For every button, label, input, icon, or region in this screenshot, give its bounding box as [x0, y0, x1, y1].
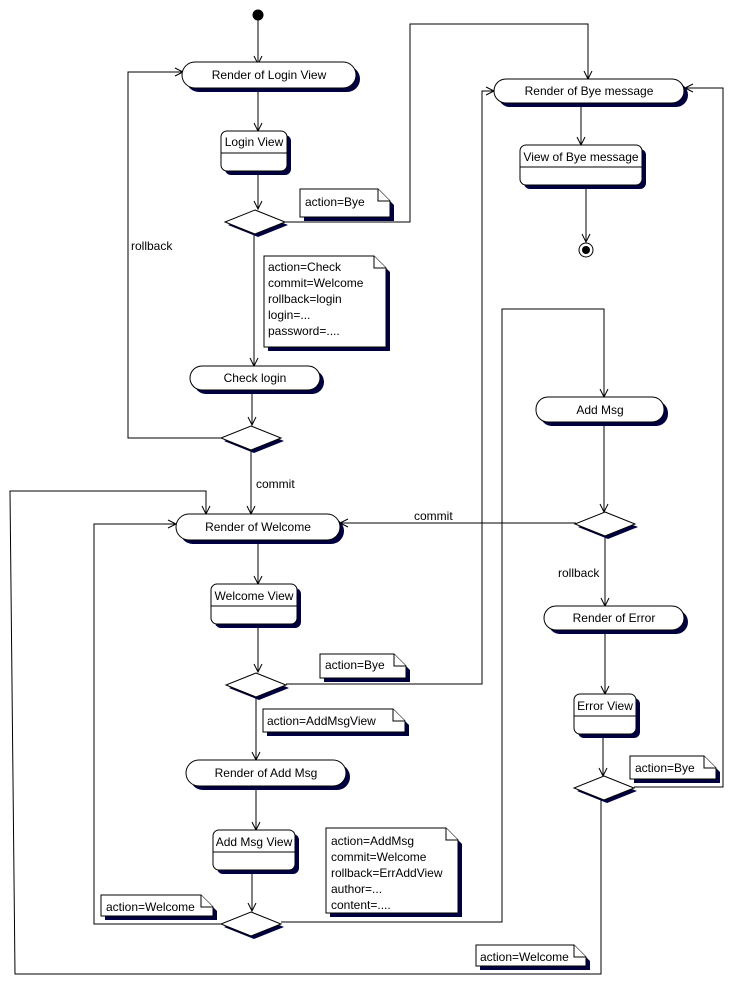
state-add-msg-view: Add Msg View: [212, 829, 299, 874]
note-line: action=Bye: [305, 195, 365, 209]
action-add-msg: Add Msg: [535, 396, 668, 426]
decision-error: [572, 775, 637, 803]
note-line: rollback=login: [268, 292, 342, 306]
transitions: [9, 20, 724, 975]
label-rollback: rollback: [131, 239, 173, 253]
action-label: Render of Bye message: [525, 84, 654, 98]
note-action-add-msg-view: action=AddMsgView: [262, 708, 409, 736]
note-line: action=Check: [268, 260, 342, 274]
action-render-login-view: Render of Login View: [181, 61, 360, 92]
note-action-bye-3: action=Bye: [629, 755, 720, 783]
action-label: Render of Login View: [212, 68, 327, 82]
final-node: [578, 242, 594, 258]
edge-rollback-to-render-login: [127, 71, 221, 439]
decision-add-msg-view: [219, 911, 284, 939]
action-render-bye-message: Render of Bye message: [493, 78, 688, 107]
action-check-login: Check login: [189, 365, 324, 394]
note-line: rollback=ErrAddView: [331, 866, 443, 880]
state-label: View of Bye message: [523, 150, 638, 164]
state-welcome-view: Welcome View: [210, 583, 301, 628]
note-line: action=Bye: [635, 761, 695, 775]
state-label: Welcome View: [215, 589, 294, 603]
action-label: Render of Welcome: [205, 520, 311, 534]
state-label: Add Msg View: [216, 835, 293, 849]
edge-decision-to-render-bye: [285, 23, 589, 223]
note-line: action=AddMsgView: [267, 714, 376, 728]
action-render-add-msg: Render of Add Msg: [185, 759, 350, 790]
decision-add-msg: [573, 511, 638, 539]
note-line: password=....: [268, 324, 340, 338]
state-label: Error View: [577, 699, 633, 713]
initial-node: [252, 9, 264, 21]
action-label: Render of Error: [573, 611, 656, 625]
note-line: action=Bye: [325, 658, 385, 672]
label-commit-add-msg: commit: [414, 509, 453, 523]
action-label: Render of Add Msg: [215, 766, 318, 780]
decision-login: [223, 209, 288, 237]
label-rollback-add-msg: rollback: [558, 566, 600, 580]
edge-action-welcome-to-render-welcome: [93, 523, 221, 925]
note-line: action=Welcome: [480, 950, 569, 964]
label-commit: commit: [256, 477, 295, 491]
note-action-welcome-1: action=Welcome: [100, 894, 217, 920]
state-view-of-bye-message: View of Bye message: [519, 144, 646, 189]
note-line: action=AddMsg: [331, 834, 414, 848]
action-render-welcome: Render of Welcome: [175, 513, 344, 544]
note-line: commit=Welcome: [268, 276, 364, 290]
note-action-check: action=Check commit=Welcome rollback=log…: [263, 255, 390, 351]
action-label: Add Msg: [576, 403, 623, 417]
note-line: content=....: [331, 898, 391, 912]
action-label: Check login: [224, 371, 287, 385]
state-label: Login View: [225, 135, 284, 149]
edge-welcome-decision-to-render-bye: [286, 90, 494, 685]
note-line: author=...: [331, 882, 382, 896]
action-render-of-error: Render of Error: [543, 605, 688, 634]
note-line: action=Welcome: [106, 900, 195, 914]
decision-check: [219, 425, 284, 453]
note-action-bye-1: action=Bye: [299, 188, 394, 221]
edge-error-decision-to-render-bye: [634, 87, 724, 788]
edge-decision-to-add-msg: [281, 308, 605, 923]
note-line: commit=Welcome: [331, 850, 427, 864]
note-line: login=...: [268, 308, 310, 322]
decision-welcome: [224, 672, 289, 700]
state-error-view: Error View: [573, 693, 640, 738]
note-action-add-msg: action=AddMsg commit=Welcome rollback=Er…: [325, 827, 462, 917]
note-action-bye-2: action=Bye: [319, 653, 410, 682]
edge-error-decision-to-render-welcome: [9, 490, 602, 975]
state-login-view: Login View: [220, 130, 291, 175]
note-action-welcome-2: action=Welcome: [475, 944, 590, 970]
